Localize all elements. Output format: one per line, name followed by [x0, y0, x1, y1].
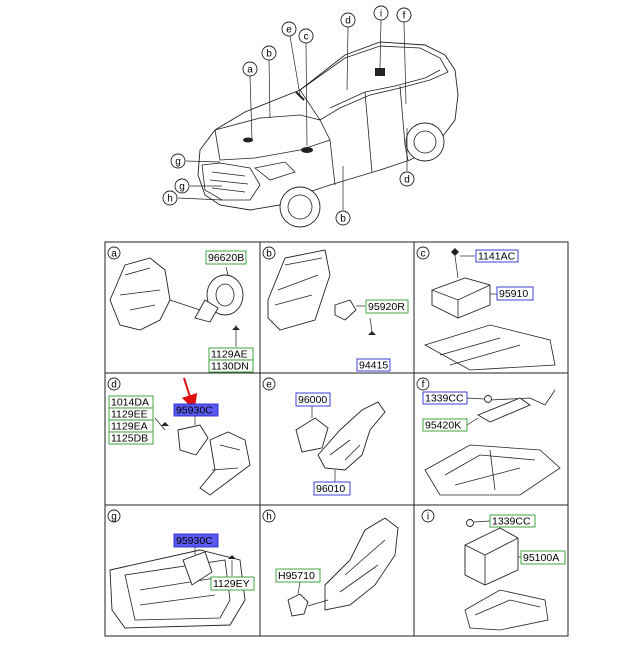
svg-text:1339CC: 1339CC: [425, 393, 464, 405]
svg-text:95420K: 95420K: [425, 420, 461, 432]
svg-text:d: d: [345, 16, 351, 27]
svg-text:H95710: H95710: [278, 570, 315, 582]
svg-text:b: b: [340, 214, 346, 225]
panel-letter-h: h: [262, 509, 276, 523]
svg-text:96620B: 96620B: [208, 252, 244, 264]
part-95930C-d: 95930C: [173, 403, 219, 417]
svg-text:1125DB: 1125DB: [111, 433, 148, 445]
part-95910: 95910: [496, 286, 534, 301]
panel-letter-a: a: [107, 246, 121, 260]
svg-text:a: a: [111, 249, 117, 260]
part-1129EY: 1129EY: [210, 576, 255, 591]
callout-b: b: [261, 45, 277, 61]
callout-i: i: [373, 5, 389, 21]
callout-g-1: g: [170, 153, 186, 169]
svg-text:1014DA: 1014DA: [111, 397, 149, 409]
svg-text:g: g: [175, 157, 181, 168]
panel-letter-b: b: [262, 246, 276, 260]
callout-g-2: g: [174, 178, 190, 194]
svg-text:c: c: [304, 32, 309, 43]
part-H95710: H95710: [275, 568, 321, 583]
part-1125DB: 1125DB: [108, 431, 154, 445]
svg-text:h: h: [167, 194, 173, 205]
panel-b: b 95920R 94415: [262, 246, 409, 372]
part-1339CC-i: 1339CC: [489, 514, 536, 528]
svg-text:b: b: [266, 49, 272, 60]
svg-text:1130DN: 1130DN: [211, 361, 249, 373]
part-96010: 96010: [313, 481, 351, 496]
svg-text:1129AE: 1129AE: [211, 349, 248, 361]
panel-letter-c: c: [416, 246, 430, 260]
red-pointer-arrow: [181, 377, 198, 411]
svg-text:95930C: 95930C: [176, 535, 213, 547]
svg-text:96010: 96010: [316, 483, 345, 495]
svg-text:96000: 96000: [298, 394, 327, 406]
callout-b-bottom: b: [335, 210, 351, 226]
panel-f: f 1339CC 95420K: [416, 377, 561, 496]
svg-text:d: d: [404, 175, 410, 186]
panel-g: g 95930C 1129EY: [107, 509, 255, 629]
part-94415: 94415: [356, 358, 391, 372]
svg-text:g: g: [179, 182, 185, 193]
part-96000: 96000: [295, 392, 331, 407]
svg-text:a: a: [247, 65, 253, 76]
svg-text:i: i: [380, 9, 382, 20]
svg-text:g: g: [111, 512, 117, 523]
panel-e: e 96000 96010: [262, 377, 386, 496]
svg-text:f: f: [422, 380, 425, 391]
panel-a: a 96620B 1129AE 1130DN: [107, 246, 254, 373]
svg-text:95920R: 95920R: [368, 301, 405, 313]
svg-text:f: f: [403, 11, 406, 22]
svg-text:1129EE: 1129EE: [111, 409, 148, 421]
callout-h: h: [162, 190, 178, 206]
panel-c: c 1141AC 95910: [416, 246, 556, 371]
svg-text:c: c: [421, 249, 426, 260]
svg-text:95930C: 95930C: [176, 405, 213, 417]
callout-a: a: [242, 61, 258, 77]
part-1339CC-f: 1339CC: [422, 391, 468, 405]
part-96620B: 96620B: [205, 250, 247, 265]
callout-d-side: d: [399, 171, 415, 187]
part-95930C-g: 95930C: [173, 533, 219, 548]
callout-f: f: [396, 7, 412, 23]
svg-text:e: e: [286, 25, 292, 36]
vehicle-overview-drawing: [197, 41, 459, 228]
part-1129EA: 1129EA: [108, 419, 154, 433]
panel-letter-g: g: [107, 509, 121, 523]
part-1014DA: 1014DA: [108, 395, 154, 409]
svg-text:i: i: [427, 512, 429, 523]
callout-e: e: [281, 21, 297, 37]
part-1129EE: 1129EE: [108, 407, 154, 421]
panel-d: d 1014DA 1129EE 1129EA 1125DB 95930C: [107, 377, 251, 496]
svg-text:1141AC: 1141AC: [478, 251, 516, 263]
svg-text:1129EA: 1129EA: [111, 421, 148, 433]
part-95100A: 95100A: [520, 550, 566, 565]
part-95420K: 95420K: [422, 418, 468, 432]
svg-text:1339CC: 1339CC: [492, 516, 531, 528]
part-1129AE: 1129AE: [208, 347, 254, 361]
panel-letter-e: e: [262, 377, 276, 391]
part-1141AC: 1141AC: [475, 249, 519, 263]
callout-c: c: [298, 28, 314, 44]
svg-text:95100A: 95100A: [523, 552, 559, 564]
part-95920R: 95920R: [365, 299, 409, 314]
svg-text:95910: 95910: [499, 288, 528, 300]
panel-i: i 1339CC 95100A: [421, 509, 566, 631]
panel-h: h H95710: [262, 509, 399, 617]
svg-text:1129EY: 1129EY: [213, 578, 250, 590]
overview-callouts: a b c d e f i d b g g h: [162, 5, 415, 226]
svg-text:d: d: [111, 380, 117, 391]
panel-letter-d: d: [107, 377, 121, 391]
svg-text:b: b: [266, 249, 272, 260]
panel-grid: [104, 241, 569, 637]
svg-text:e: e: [266, 380, 272, 391]
svg-text:94415: 94415: [359, 360, 388, 372]
panel-letter-f: f: [416, 377, 430, 391]
callout-d-top: d: [340, 12, 356, 28]
svg-text:h: h: [266, 512, 272, 523]
panel-letter-i: i: [421, 509, 435, 523]
part-1130DN: 1130DN: [208, 359, 254, 373]
